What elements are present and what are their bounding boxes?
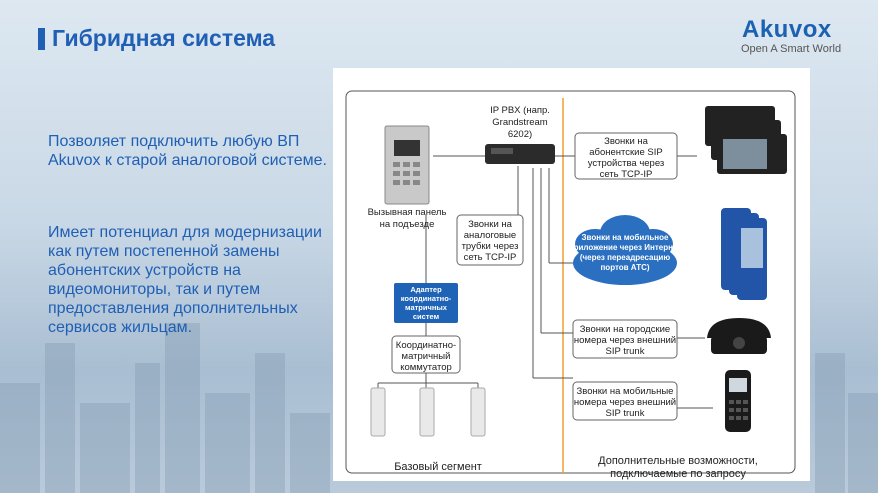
description-paragraph-1: Позволяет подключить любую ВП Akuvox к с… [48, 133, 327, 169]
svg-text:коммутатор: коммутатор [400, 362, 452, 373]
svg-text:приложение через Интернет: приложение через Интернет [569, 243, 681, 252]
city-skyline-background [0, 323, 878, 493]
mobile-calls-box: Звонки на мобильные номера через внешний… [572, 381, 678, 421]
svg-text:абонентские SIP: абонентские SIP [589, 147, 662, 158]
diagram-frame [345, 90, 796, 474]
svg-text:систем: систем [413, 312, 440, 321]
svg-text:Звонки на мобильное: Звонки на мобильное [582, 233, 669, 242]
svg-text:устройства через: устройства через [588, 158, 665, 169]
description-paragraph-2: Имеет потенциал для модернизации как пут… [48, 224, 322, 336]
video-monitors [705, 106, 787, 174]
logo-tagline: Open A Smart World [741, 43, 842, 55]
analog-calls-box: Звонки на аналоговые трубки через сеть T… [456, 214, 524, 266]
door-panel-label-line2: на подъезде [380, 219, 435, 230]
title-accent-bar [38, 28, 45, 50]
page-title: Гибридная система [52, 25, 276, 51]
svg-text:SIP trunk: SIP trunk [606, 408, 645, 419]
svg-text:трубки через: трубки через [462, 241, 519, 252]
svg-text:Координатно-: Координатно- [396, 340, 456, 351]
svg-text:Звонки на городские: Звонки на городские [580, 324, 670, 335]
svg-text:SIP trunk: SIP trunk [606, 346, 645, 357]
mobile-phone-icon [725, 370, 751, 432]
svg-text:номера через внешний: номера через внешний [574, 397, 676, 408]
svg-text:номера через внешний: номера через внешний [574, 335, 676, 346]
sip-calls-box: Звонки на абонентские SIP устройства чер… [574, 132, 678, 180]
pbx-label-line1: IP PBX (напр. [490, 105, 550, 116]
svg-text:аналоговые: аналоговые [464, 230, 516, 241]
landline-calls-box: Звонки на городские номера через внешний… [572, 319, 678, 359]
svg-text:матричный: матричный [402, 351, 451, 362]
pbx-label-line3: 6202) [508, 129, 532, 140]
svg-text:координатно-: координатно- [401, 294, 452, 303]
pbx-label-line2: Grandstream [492, 117, 548, 128]
extra-segment-label-line1: Дополнительные возможности, [598, 455, 758, 467]
door-panel-label-line1: Вызывная панель [368, 207, 447, 218]
svg-text:(через переадресацию: (через переадресацию [580, 253, 671, 262]
smartphones [721, 208, 767, 300]
internet-cloud: Звонки на мобильное приложение через Инт… [569, 215, 681, 285]
connection-lines [377, 155, 713, 409]
landline-phone-icon [707, 318, 771, 354]
pbx-device [485, 144, 555, 164]
svg-text:матричных: матричных [405, 303, 448, 312]
adapter-box: Адаптер координатно- матричных систем [394, 283, 458, 323]
door-panel-device [384, 125, 430, 205]
svg-text:портов АТС): портов АТС) [600, 263, 649, 272]
akuvox-logo: Akuvox [742, 16, 832, 43]
hybrid-system-diagram: Вызывная панель на подъезде IP PBX (напр… [333, 68, 810, 481]
base-segment-label: Базовый сегмент [394, 461, 482, 473]
svg-text:Звонки на: Звонки на [468, 219, 513, 230]
extra-segment-label-line2: подключаемые по запросу [610, 468, 746, 480]
svg-text:Адаптер: Адаптер [410, 285, 442, 294]
svg-text:Звонки на: Звонки на [604, 136, 649, 147]
svg-text:Звонки на мобильные: Звонки на мобильные [577, 386, 674, 397]
svg-text:сеть TCP-IP: сеть TCP-IP [464, 252, 517, 263]
switch-box: Координатно- матричный коммутатор [391, 335, 461, 374]
analog-handsets [370, 387, 486, 437]
svg-text:сеть TCP-IP: сеть TCP-IP [600, 169, 653, 180]
